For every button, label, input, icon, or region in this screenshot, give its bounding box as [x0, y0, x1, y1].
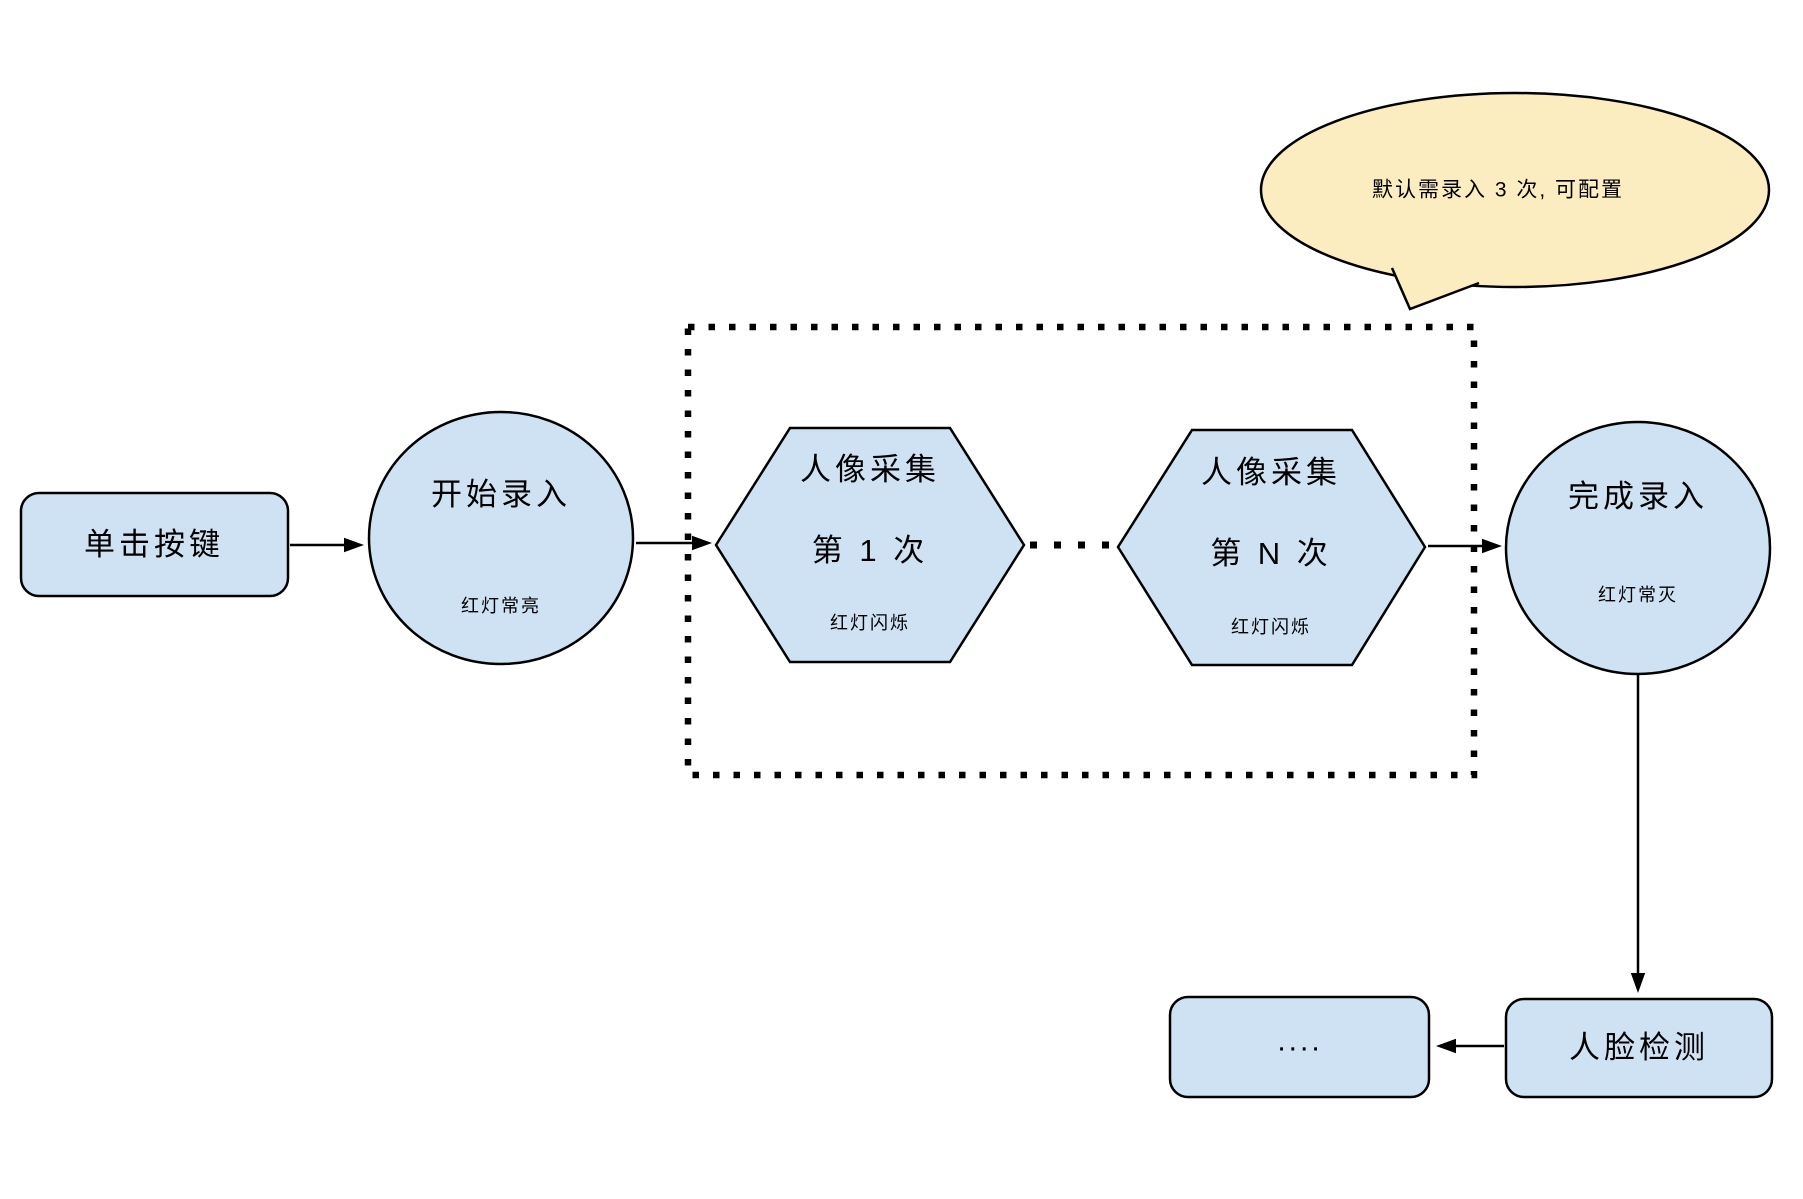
start-enroll-title: 开始录入	[431, 476, 571, 512]
start-enroll-status: 红灯常亮	[461, 596, 541, 617]
node-capture-nth	[1116, 428, 1427, 667]
click-button-label: 单击按键	[84, 526, 224, 562]
node-finish-enroll	[1504, 420, 1772, 676]
node-next-steps	[1168, 995, 1431, 1099]
callout-bubble-tail	[1390, 267, 1480, 311]
capture-nth-title: 人像采集	[1201, 454, 1341, 490]
callout-bubble	[1259, 91, 1771, 289]
face-detection-label: 人脸检测	[1569, 1029, 1709, 1065]
capture-nth-status: 红灯闪烁	[1231, 617, 1311, 638]
node-click-button	[19, 491, 290, 598]
repeat-group-dotted-frame	[684, 323, 1478, 779]
node-capture-first	[714, 426, 1026, 664]
capture-first-count: 第 1 次	[811, 532, 929, 568]
capture-first-title: 人像采集	[800, 451, 940, 487]
capture-nth-count: 第 N 次	[1210, 535, 1332, 571]
callout-text: 默认需录入 3 次, 可配置	[1371, 178, 1625, 202]
capture-first-status: 红灯闪烁	[830, 613, 910, 634]
node-face-detection	[1504, 997, 1774, 1099]
node-start-enroll	[367, 410, 635, 666]
finish-enroll-status: 红灯常灭	[1598, 585, 1678, 606]
next-steps-label: ....	[1277, 1024, 1323, 1058]
finish-enroll-title: 完成录入	[1568, 478, 1708, 514]
